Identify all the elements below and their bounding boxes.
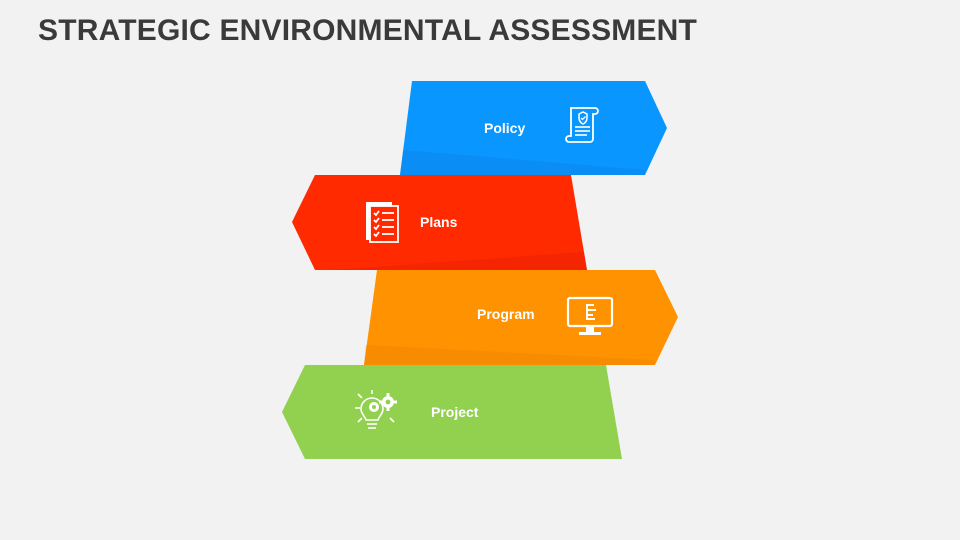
step-project-label: Project <box>431 404 479 420</box>
step-program-shape <box>364 270 678 365</box>
step-project-shape <box>282 365 622 459</box>
document-shield-icon <box>565 107 599 143</box>
step-policy-shape <box>400 81 667 175</box>
checklist-icon <box>366 202 399 243</box>
page-title: STRATEGIC ENVIRONMENTAL ASSESSMENT <box>38 14 698 47</box>
monitor-icon <box>566 296 614 335</box>
step-program-label: Program <box>477 306 535 322</box>
lightbulb-gears-icon <box>355 390 397 429</box>
step-plans-label: Plans <box>420 214 458 230</box>
step-plans-shape <box>292 175 587 270</box>
step-policy-label: Policy <box>484 120 526 136</box>
